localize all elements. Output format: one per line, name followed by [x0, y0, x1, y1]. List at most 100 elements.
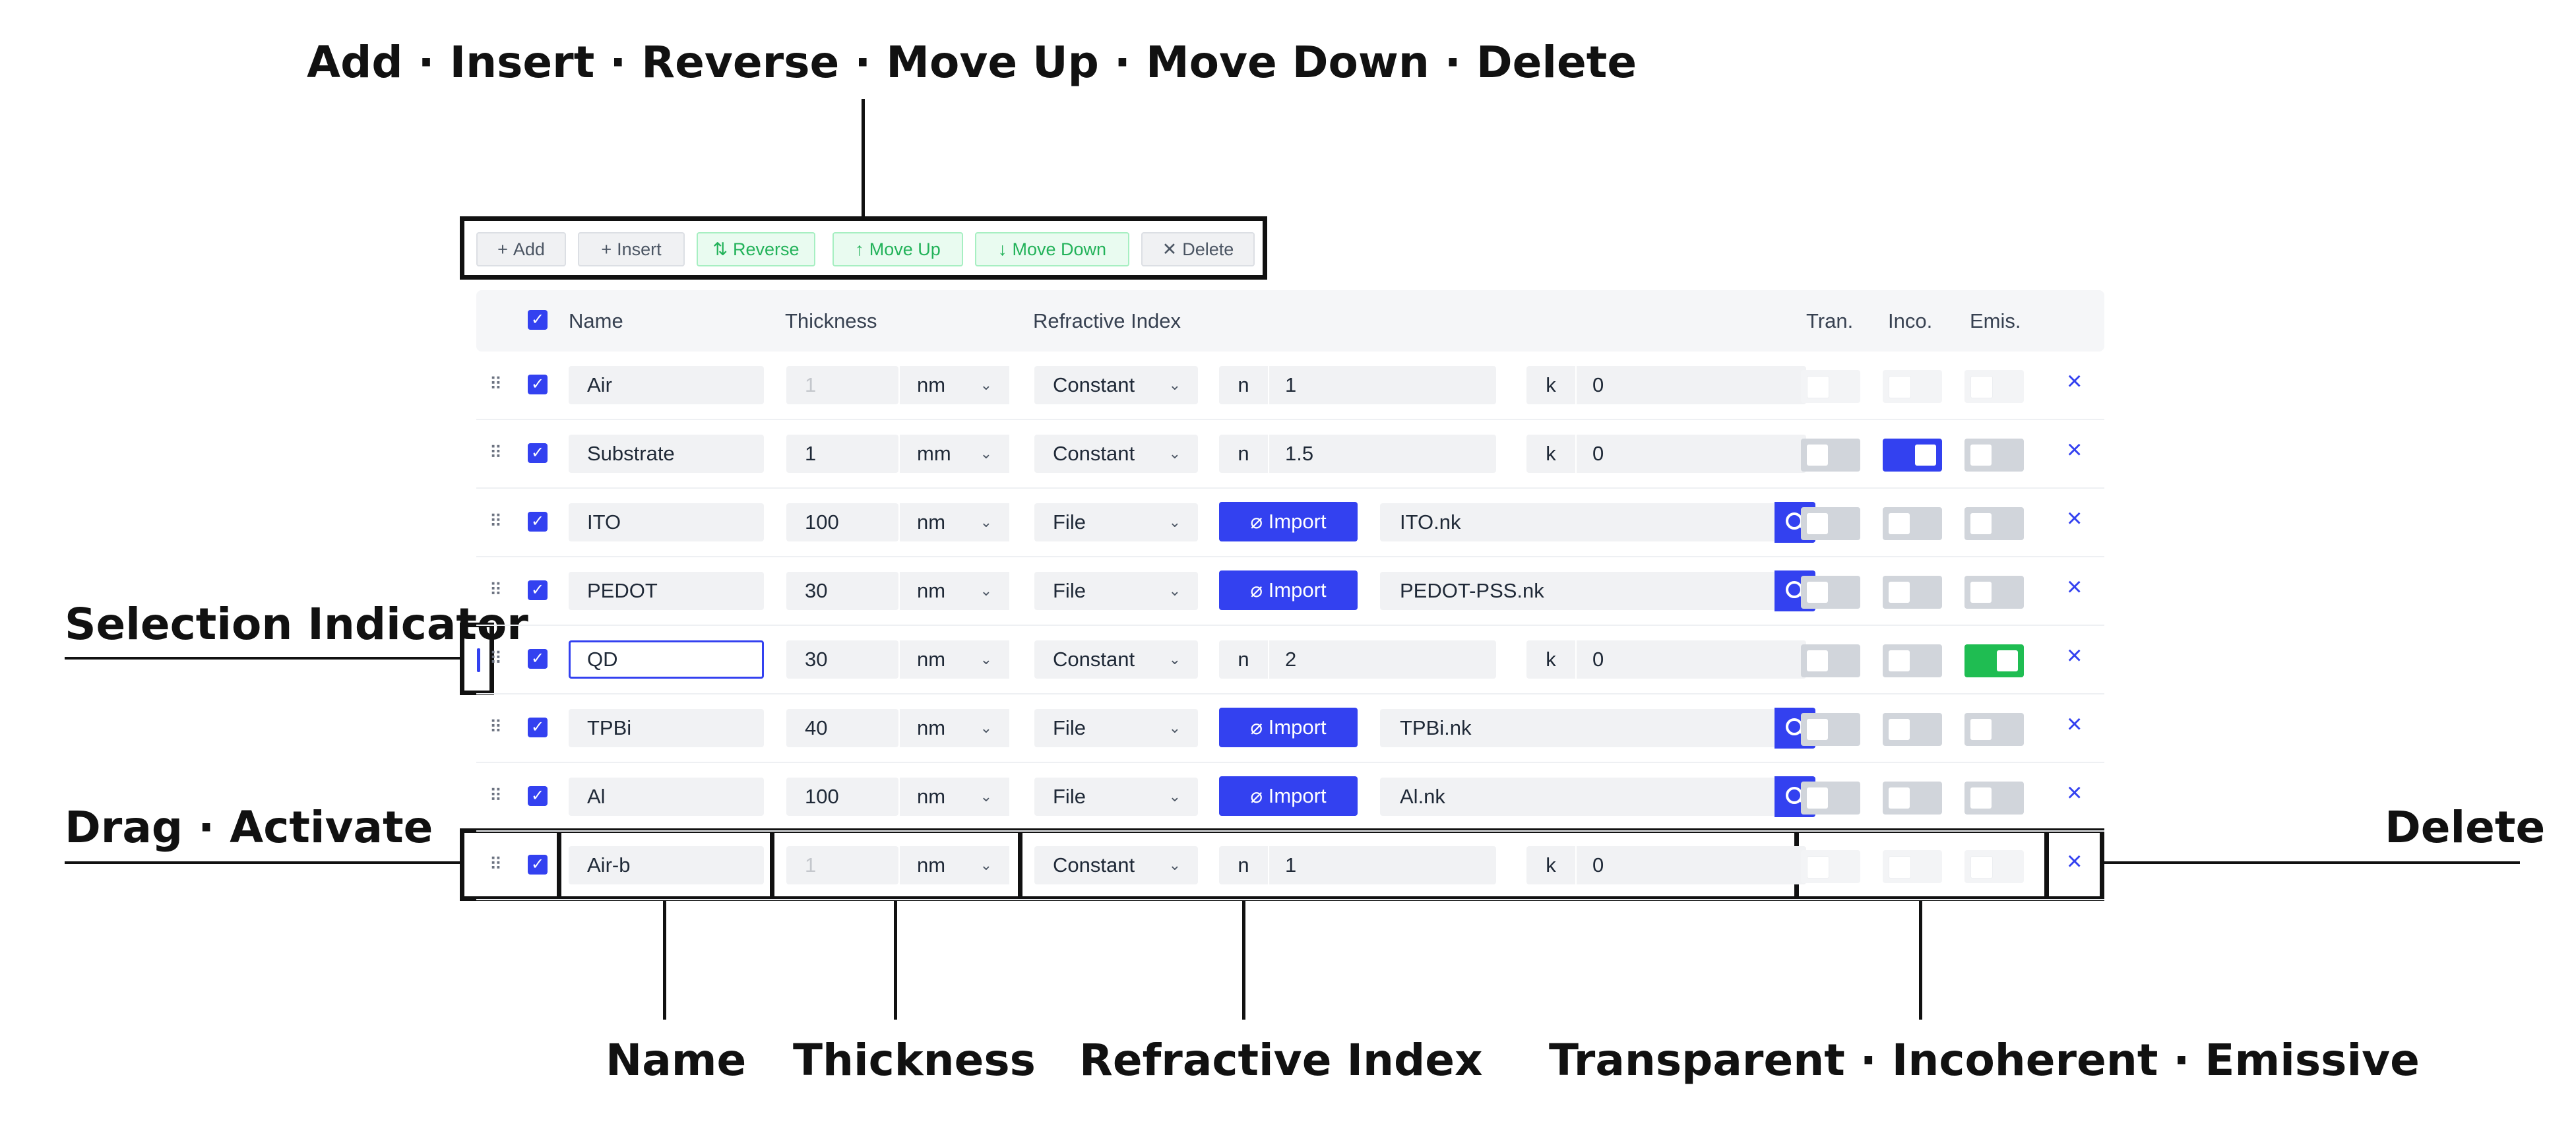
reverse-button[interactable]: ⇅Reverse — [697, 232, 815, 266]
select-all-checkbox[interactable]: ✓ — [528, 310, 548, 330]
drag-handle-icon[interactable]: ⠿ — [489, 648, 503, 668]
import-button[interactable]: ⌀ Import — [1219, 776, 1358, 816]
toggle-knob — [1889, 787, 1910, 809]
tran-toggle[interactable] — [1801, 644, 1860, 677]
thickness-input[interactable]: 30 — [786, 640, 898, 679]
delete-row-icon[interactable]: × — [2067, 847, 2083, 876]
inco-toggle[interactable] — [1883, 439, 1942, 472]
thickness-input[interactable]: 1 — [786, 435, 898, 473]
move-up-button[interactable]: ↑Move Up — [832, 232, 963, 266]
tran-toggle[interactable] — [1801, 782, 1860, 815]
delete-row-icon[interactable]: × — [2067, 435, 2083, 464]
index-type-select[interactable]: Constant⌄ — [1034, 640, 1198, 679]
drag-handle-icon[interactable]: ⠿ — [489, 443, 503, 462]
nk-file-input[interactable]: TPBi.nk — [1380, 709, 1775, 747]
unit-select[interactable]: nm⌄ — [898, 778, 1009, 816]
move-down-button[interactable]: ↓Move Down — [975, 232, 1129, 266]
unit-select[interactable]: mm⌄ — [898, 435, 1009, 473]
activate-checkbox[interactable]: ✓ — [528, 443, 548, 463]
activate-checkbox[interactable]: ✓ — [528, 512, 548, 532]
delete-row-icon[interactable]: × — [2067, 367, 2083, 396]
tran-toggle[interactable] — [1801, 713, 1860, 746]
import-button[interactable]: ⌀ Import — [1219, 502, 1358, 541]
toggle-knob — [1970, 719, 1992, 740]
tran-toggle[interactable] — [1801, 576, 1860, 609]
index-type-select[interactable]: File⌄ — [1034, 572, 1198, 610]
inco-toggle[interactable] — [1883, 507, 1942, 540]
add-button[interactable]: +Add — [476, 232, 566, 266]
tran-toggle[interactable] — [1801, 507, 1860, 540]
inco-toggle[interactable] — [1883, 713, 1942, 746]
delete-row-icon[interactable]: × — [2067, 572, 2083, 601]
emis-toggle[interactable] — [1964, 507, 2024, 540]
inco-toggle[interactable] — [1883, 782, 1942, 815]
drag-handle-icon[interactable]: ⠿ — [489, 854, 503, 874]
delete-row-icon[interactable]: × — [2067, 778, 2083, 807]
emis-toggle[interactable] — [1964, 576, 2024, 609]
delete-row-icon[interactable]: × — [2067, 641, 2083, 670]
delete-row-icon[interactable]: × — [2067, 710, 2083, 739]
activate-checkbox[interactable]: ✓ — [528, 580, 548, 600]
layer-name-input[interactable]: PEDOT — [569, 572, 764, 610]
thickness-input[interactable]: 30 — [786, 572, 898, 610]
column-incoherent: Inco. — [1888, 309, 1933, 332]
activate-checkbox[interactable]: ✓ — [528, 718, 548, 737]
layer-name-input[interactable]: Al — [569, 778, 764, 816]
unit-select[interactable]: nm⌄ — [898, 366, 1009, 404]
layer-name-input[interactable]: Substrate — [569, 435, 764, 473]
nk-file-input[interactable]: ITO.nk — [1380, 503, 1775, 541]
inco-toggle[interactable] — [1883, 576, 1942, 609]
index-type-select[interactable]: File⌄ — [1034, 503, 1198, 541]
insert-button[interactable]: +Insert — [578, 232, 685, 266]
emis-toggle[interactable] — [1964, 782, 2024, 815]
layer-name-input[interactable]: QD — [569, 640, 764, 679]
thickness-input[interactable]: 100 — [786, 503, 898, 541]
index-type-select[interactable]: Constant⌄ — [1034, 435, 1198, 473]
activate-checkbox[interactable]: ✓ — [528, 855, 548, 875]
drag-handle-icon[interactable]: ⠿ — [489, 785, 503, 805]
drag-handle-icon[interactable]: ⠿ — [489, 511, 503, 531]
activate-checkbox[interactable]: ✓ — [528, 649, 548, 669]
delete-button[interactable]: ✕Delete — [1141, 232, 1255, 266]
emis-toggle[interactable] — [1964, 713, 2024, 746]
layer-name-input[interactable]: ITO — [569, 503, 764, 541]
layer-name-input[interactable]: Air — [569, 366, 764, 404]
index-type-select[interactable]: Constant⌄ — [1034, 366, 1198, 404]
drag-handle-icon[interactable]: ⠿ — [489, 580, 503, 600]
emis-toggle[interactable] — [1964, 439, 2024, 472]
import-button[interactable]: ⌀ Import — [1219, 708, 1358, 747]
layer-name-input[interactable]: TPBi — [569, 709, 764, 747]
column-thickness: Thickness — [785, 309, 877, 332]
tran-toggle[interactable] — [1801, 439, 1860, 472]
unit-select[interactable]: nm⌄ — [898, 572, 1009, 610]
thickness-input[interactable]: 40 — [786, 709, 898, 747]
unit-select[interactable]: nm⌄ — [898, 709, 1009, 747]
drag-handle-icon[interactable]: ⠿ — [489, 374, 503, 394]
drag-handle-icon[interactable]: ⠿ — [489, 717, 503, 737]
index-type-select[interactable]: File⌄ — [1034, 778, 1198, 816]
activate-checkbox[interactable]: ✓ — [528, 786, 548, 806]
thickness-input[interactable]: 100 — [786, 778, 898, 816]
activate-checkbox[interactable]: ✓ — [528, 375, 548, 394]
nk-file-input[interactable]: Al.nk — [1380, 778, 1775, 816]
unit-select[interactable]: nm⌄ — [898, 640, 1009, 679]
index-type-select[interactable]: Constant⌄ — [1034, 846, 1198, 884]
unit-select[interactable]: nm⌄ — [898, 503, 1009, 541]
nk-file-input[interactable]: PEDOT-PSS.nk — [1380, 572, 1775, 610]
delete-row-icon[interactable]: × — [2067, 504, 2083, 533]
inco-toggle[interactable] — [1883, 644, 1942, 677]
import-button[interactable]: ⌀ Import — [1219, 570, 1358, 610]
layer-name-input[interactable]: Air-b — [569, 846, 764, 884]
index-type-select[interactable]: File⌄ — [1034, 709, 1198, 747]
emis-toggle[interactable] — [1964, 644, 2024, 677]
n-label: n — [1219, 640, 1269, 679]
unit-select[interactable]: nm⌄ — [898, 846, 1009, 884]
